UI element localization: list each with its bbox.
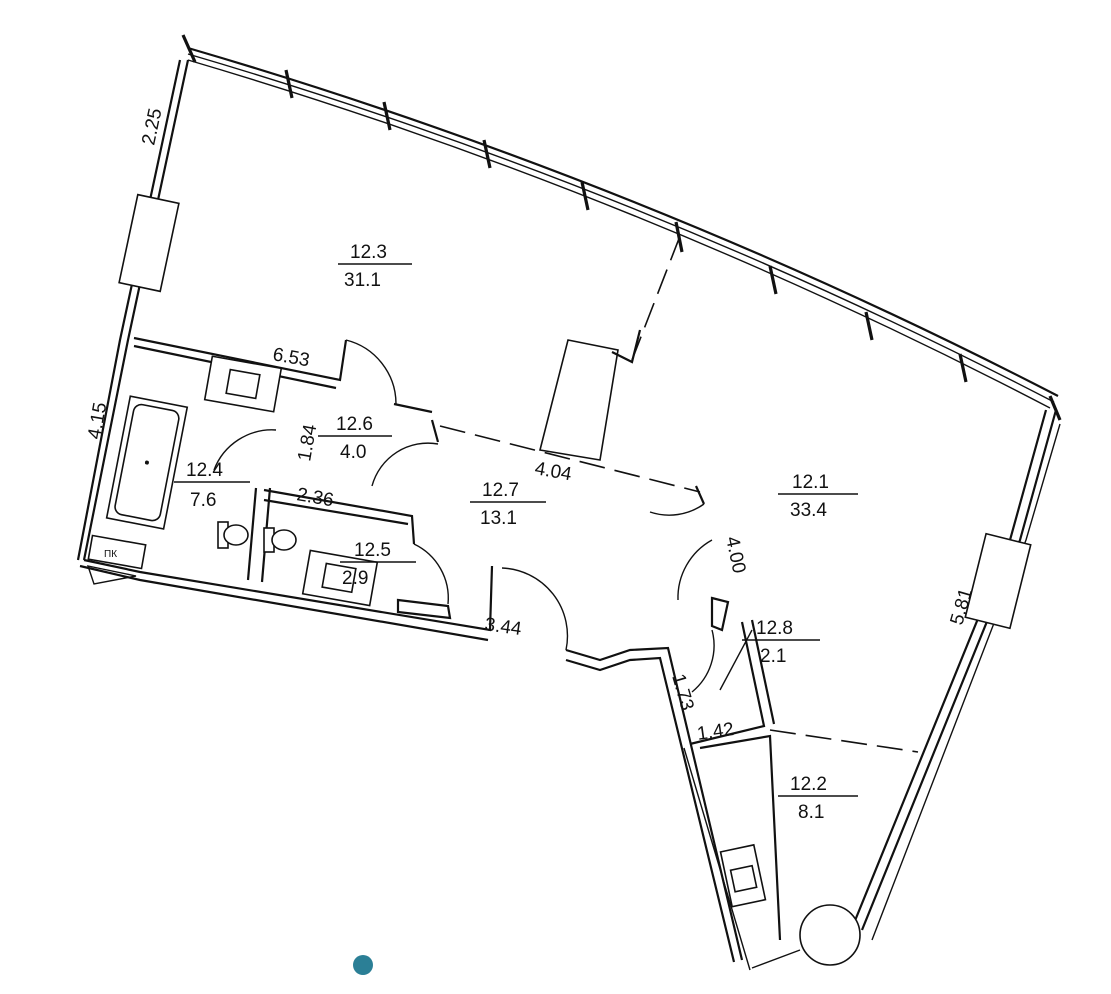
toilet-icon	[217, 521, 249, 549]
room-12-1: 12.1 33.4	[778, 472, 858, 521]
svg-text:33.4: 33.4	[790, 500, 827, 521]
svg-text:12.7: 12.7	[482, 480, 519, 501]
svg-text:12.2: 12.2	[790, 774, 827, 795]
room-12-2: 12.2 8.1	[778, 774, 858, 823]
dim-1-42: 1.42	[696, 719, 736, 745]
pk-label: ПК	[104, 549, 117, 560]
dim-5-81: 5.81	[947, 586, 977, 627]
svg-text:12.6: 12.6	[336, 414, 373, 435]
svg-text:8.1: 8.1	[798, 802, 824, 823]
svg-text:12.5: 12.5	[354, 540, 391, 561]
svg-text:31.1: 31.1	[344, 270, 381, 291]
svg-text:12.3: 12.3	[350, 242, 387, 263]
dimension-labels: 2.25 4.15 6.53 1.84 2.36 4.04 3.44 4.00 …	[84, 106, 977, 744]
room-labels: 12.3 31.1 12.1 33.4 12.6 4.0 12.4 7.6 12…	[174, 242, 858, 823]
fixtures: ПК	[86, 355, 767, 908]
svg-text:2.9: 2.9	[342, 568, 368, 589]
room-12-5: 12.5 2.9	[340, 540, 416, 589]
svg-text:4.0: 4.0	[340, 442, 366, 463]
right-window	[964, 532, 1032, 630]
room-12-3: 12.3 31.1	[338, 242, 412, 291]
dim-4-00: 4.00	[721, 535, 749, 576]
right-exterior-wall	[799, 409, 1061, 966]
left-exterior-wall	[76, 59, 190, 561]
svg-text:12.8: 12.8	[756, 618, 793, 639]
dim-1-84: 1.84	[294, 422, 321, 462]
room-12-7: 12.7 13.1	[470, 480, 546, 529]
sink-icon	[301, 549, 379, 607]
room-12-8: 12.8 2.1	[742, 618, 820, 667]
svg-text:13.1: 13.1	[480, 508, 517, 529]
room-12-6: 12.6 4.0	[318, 414, 392, 463]
dim-4-15: 4.15	[84, 401, 111, 441]
svg-text:7.6: 7.6	[190, 490, 216, 511]
bathtub-icon	[105, 395, 189, 530]
pk-shaft: ПК	[86, 534, 147, 585]
dim-3-44: 3.44	[483, 614, 523, 640]
left-window	[118, 193, 180, 293]
facade-window	[181, 34, 1062, 421]
svg-text:2.1: 2.1	[760, 646, 786, 667]
svg-text:12.1: 12.1	[792, 472, 829, 493]
lower-walls	[79, 558, 801, 971]
room-12-4: 12.4 7.6	[174, 460, 250, 511]
sink-icon	[203, 355, 283, 413]
sink-icon	[719, 843, 767, 908]
svg-text:12.4: 12.4	[186, 460, 223, 481]
marker-dot	[353, 955, 373, 975]
column	[799, 904, 861, 966]
toilet-icon	[263, 527, 297, 553]
partition-block	[539, 339, 619, 461]
zone-boundaries	[439, 235, 919, 753]
dim-4-04: 4.04	[533, 458, 573, 485]
